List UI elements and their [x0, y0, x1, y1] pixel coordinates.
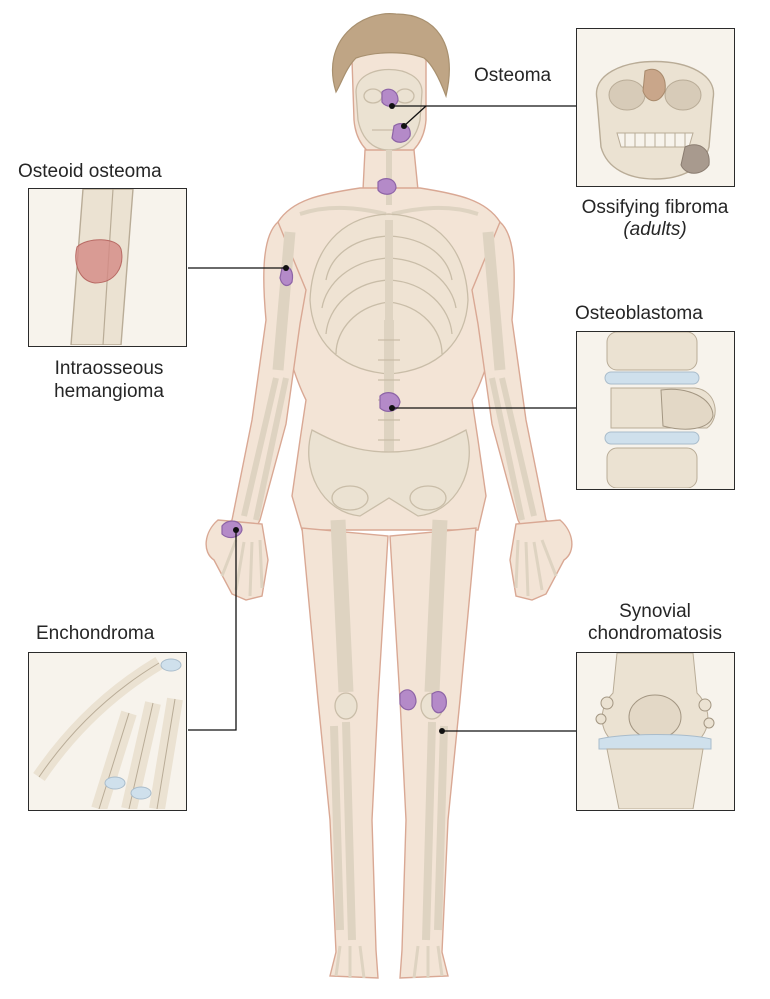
inset-long-bone — [28, 188, 187, 347]
label-synovial-line2: chondromatosis — [587, 623, 723, 644]
leader-lines — [188, 105, 576, 732]
lesion-lumbar — [379, 392, 401, 412]
skeleton — [220, 68, 558, 979]
lesions — [221, 88, 447, 714]
label-ossifying-fibroma-note: (adults) — [623, 219, 687, 240]
lesion-hand — [221, 520, 243, 539]
label-synovial-line1: Synovial — [619, 601, 691, 622]
label-intraosseous-line2: hemangioma — [54, 381, 164, 402]
lesion-knee-left — [399, 689, 417, 711]
leader-enchondroma — [188, 530, 237, 731]
lesion-cervical — [377, 178, 397, 195]
label-enchondroma: Enchondroma — [36, 623, 155, 644]
inset-skull — [576, 28, 735, 187]
label-ossifying-fibroma: Ossifying fibroma — [581, 197, 729, 218]
label-osteoma: Osteoma — [474, 65, 552, 86]
lesion-nasal — [381, 88, 399, 107]
inset-knee — [576, 652, 735, 811]
lesion-knee-right — [431, 691, 447, 714]
inset-hand — [28, 652, 187, 811]
label-intraosseous-line1: Intraosseous — [54, 358, 164, 379]
leader-dots — [233, 103, 445, 734]
label-osteoid-osteoma: Osteoid osteoma — [18, 161, 162, 182]
label-osteoblastoma: Osteoblastoma — [575, 303, 703, 324]
inset-vertebrae — [576, 331, 735, 490]
hair — [331, 13, 450, 99]
leader-ossifying-fibroma — [403, 105, 427, 127]
